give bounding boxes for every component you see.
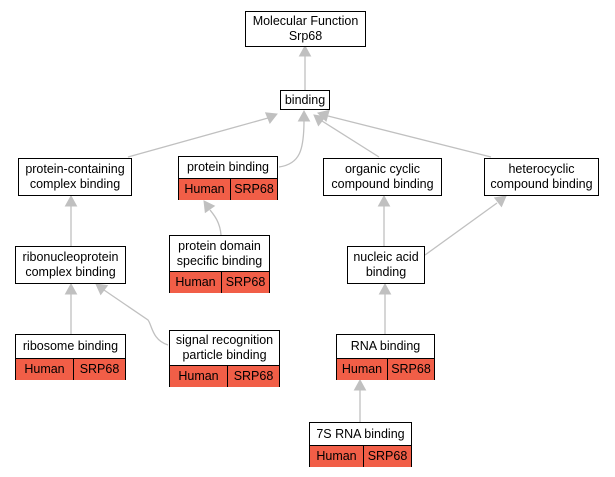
go-term-label: protein-containing complex binding xyxy=(25,162,125,191)
gene-label: SRP68 xyxy=(391,362,431,376)
edge-arrowhead xyxy=(297,109,311,122)
edge-arrowhead xyxy=(203,200,216,214)
edge-line xyxy=(321,120,380,158)
edge-protein-containing-to-binding xyxy=(127,112,278,158)
gene-label: SRP68 xyxy=(367,449,408,463)
go-term-label: ribosome binding xyxy=(22,339,119,353)
go-term-node-heterocyclic[interactable]: heterocyclic compound binding xyxy=(484,158,599,196)
edge-line xyxy=(103,289,169,346)
go-term-label: binding xyxy=(284,92,326,107)
go-term-label: protein binding xyxy=(186,160,269,174)
go-term-node-root[interactable]: Molecular Function Srp68 xyxy=(245,11,366,47)
edge-line xyxy=(278,119,305,168)
edge-heterocyclic-to-binding xyxy=(317,109,492,158)
edge-binding-to-root xyxy=(298,44,312,90)
edge-protein-domain-to-protein-binding xyxy=(203,200,222,236)
go-term-node-binding[interactable]: binding xyxy=(280,90,330,110)
annotation-row: Human SRP68 xyxy=(170,365,279,387)
gene-label: SRP68 xyxy=(233,369,274,383)
edge-line xyxy=(424,202,498,256)
go-term-label: signal recognition particle binding xyxy=(175,333,274,362)
species-label: Human xyxy=(310,446,364,467)
edge-arrowhead xyxy=(64,282,78,295)
edge-arrowhead xyxy=(353,378,367,391)
edge-nucleic-acid-to-organic-cyclic xyxy=(377,194,391,246)
go-term-label: ribonucleoprotein complex binding xyxy=(22,250,119,279)
edge-line xyxy=(209,209,222,236)
edge-arrowhead xyxy=(378,282,392,295)
edge-protein-binding-to-binding xyxy=(278,109,311,168)
go-term-label: Molecular Function Srp68 xyxy=(252,14,359,43)
edge-rna-to-nucleic-acid xyxy=(378,282,392,334)
edge-arrowhead xyxy=(377,194,391,207)
go-term-node-organic-cyclic[interactable]: organic cyclic compound binding xyxy=(323,158,442,196)
go-term-node-ribonucleoprotein[interactable]: ribonucleoprotein complex binding xyxy=(15,246,126,284)
edge-arrowhead xyxy=(317,109,330,122)
edge-arrowhead xyxy=(64,194,78,207)
species-label: Human xyxy=(170,366,228,387)
go-term-label: organic cyclic compound binding xyxy=(331,162,434,191)
species-label: Human xyxy=(170,272,222,293)
go-term-label: 7S RNA binding xyxy=(316,426,405,441)
edge-ribonucleoprotein-to-containing xyxy=(64,194,78,246)
gene-label: SRP68 xyxy=(234,182,274,196)
species-label: Human xyxy=(337,359,388,380)
species-label: Human xyxy=(16,359,74,380)
go-term-node-protein-containing[interactable]: protein-containing complex binding xyxy=(18,158,132,196)
gene-label: SRP68 xyxy=(79,362,120,376)
go-term-label: nucleic acid binding xyxy=(353,250,419,279)
edge-nucleic-acid-to-heterocyclic xyxy=(424,195,507,256)
gene-label: SRP68 xyxy=(225,275,266,289)
go-term-node-nucleic-acid[interactable]: nucleic acid binding xyxy=(347,246,425,284)
edge-arrowhead xyxy=(95,283,109,296)
edge-line xyxy=(327,115,492,158)
edge-ribosome-to-ribonucleoprotein xyxy=(64,282,78,334)
edge-srp-to-ribonucleoprotein xyxy=(95,283,169,346)
edge-arrowhead xyxy=(264,112,278,124)
annotation-row: Human SRP68 xyxy=(16,358,125,380)
edge-line xyxy=(127,117,269,158)
species-label: Human xyxy=(179,179,231,200)
go-term-label: heterocyclic compound binding xyxy=(490,162,593,191)
edge-7s-rna-to-rna xyxy=(353,378,367,422)
edge-arrowhead xyxy=(298,44,312,57)
edge-arrowhead xyxy=(493,195,507,208)
go-term-label: RNA binding xyxy=(350,339,421,353)
go-term-label: protein domain specific binding xyxy=(176,238,263,268)
